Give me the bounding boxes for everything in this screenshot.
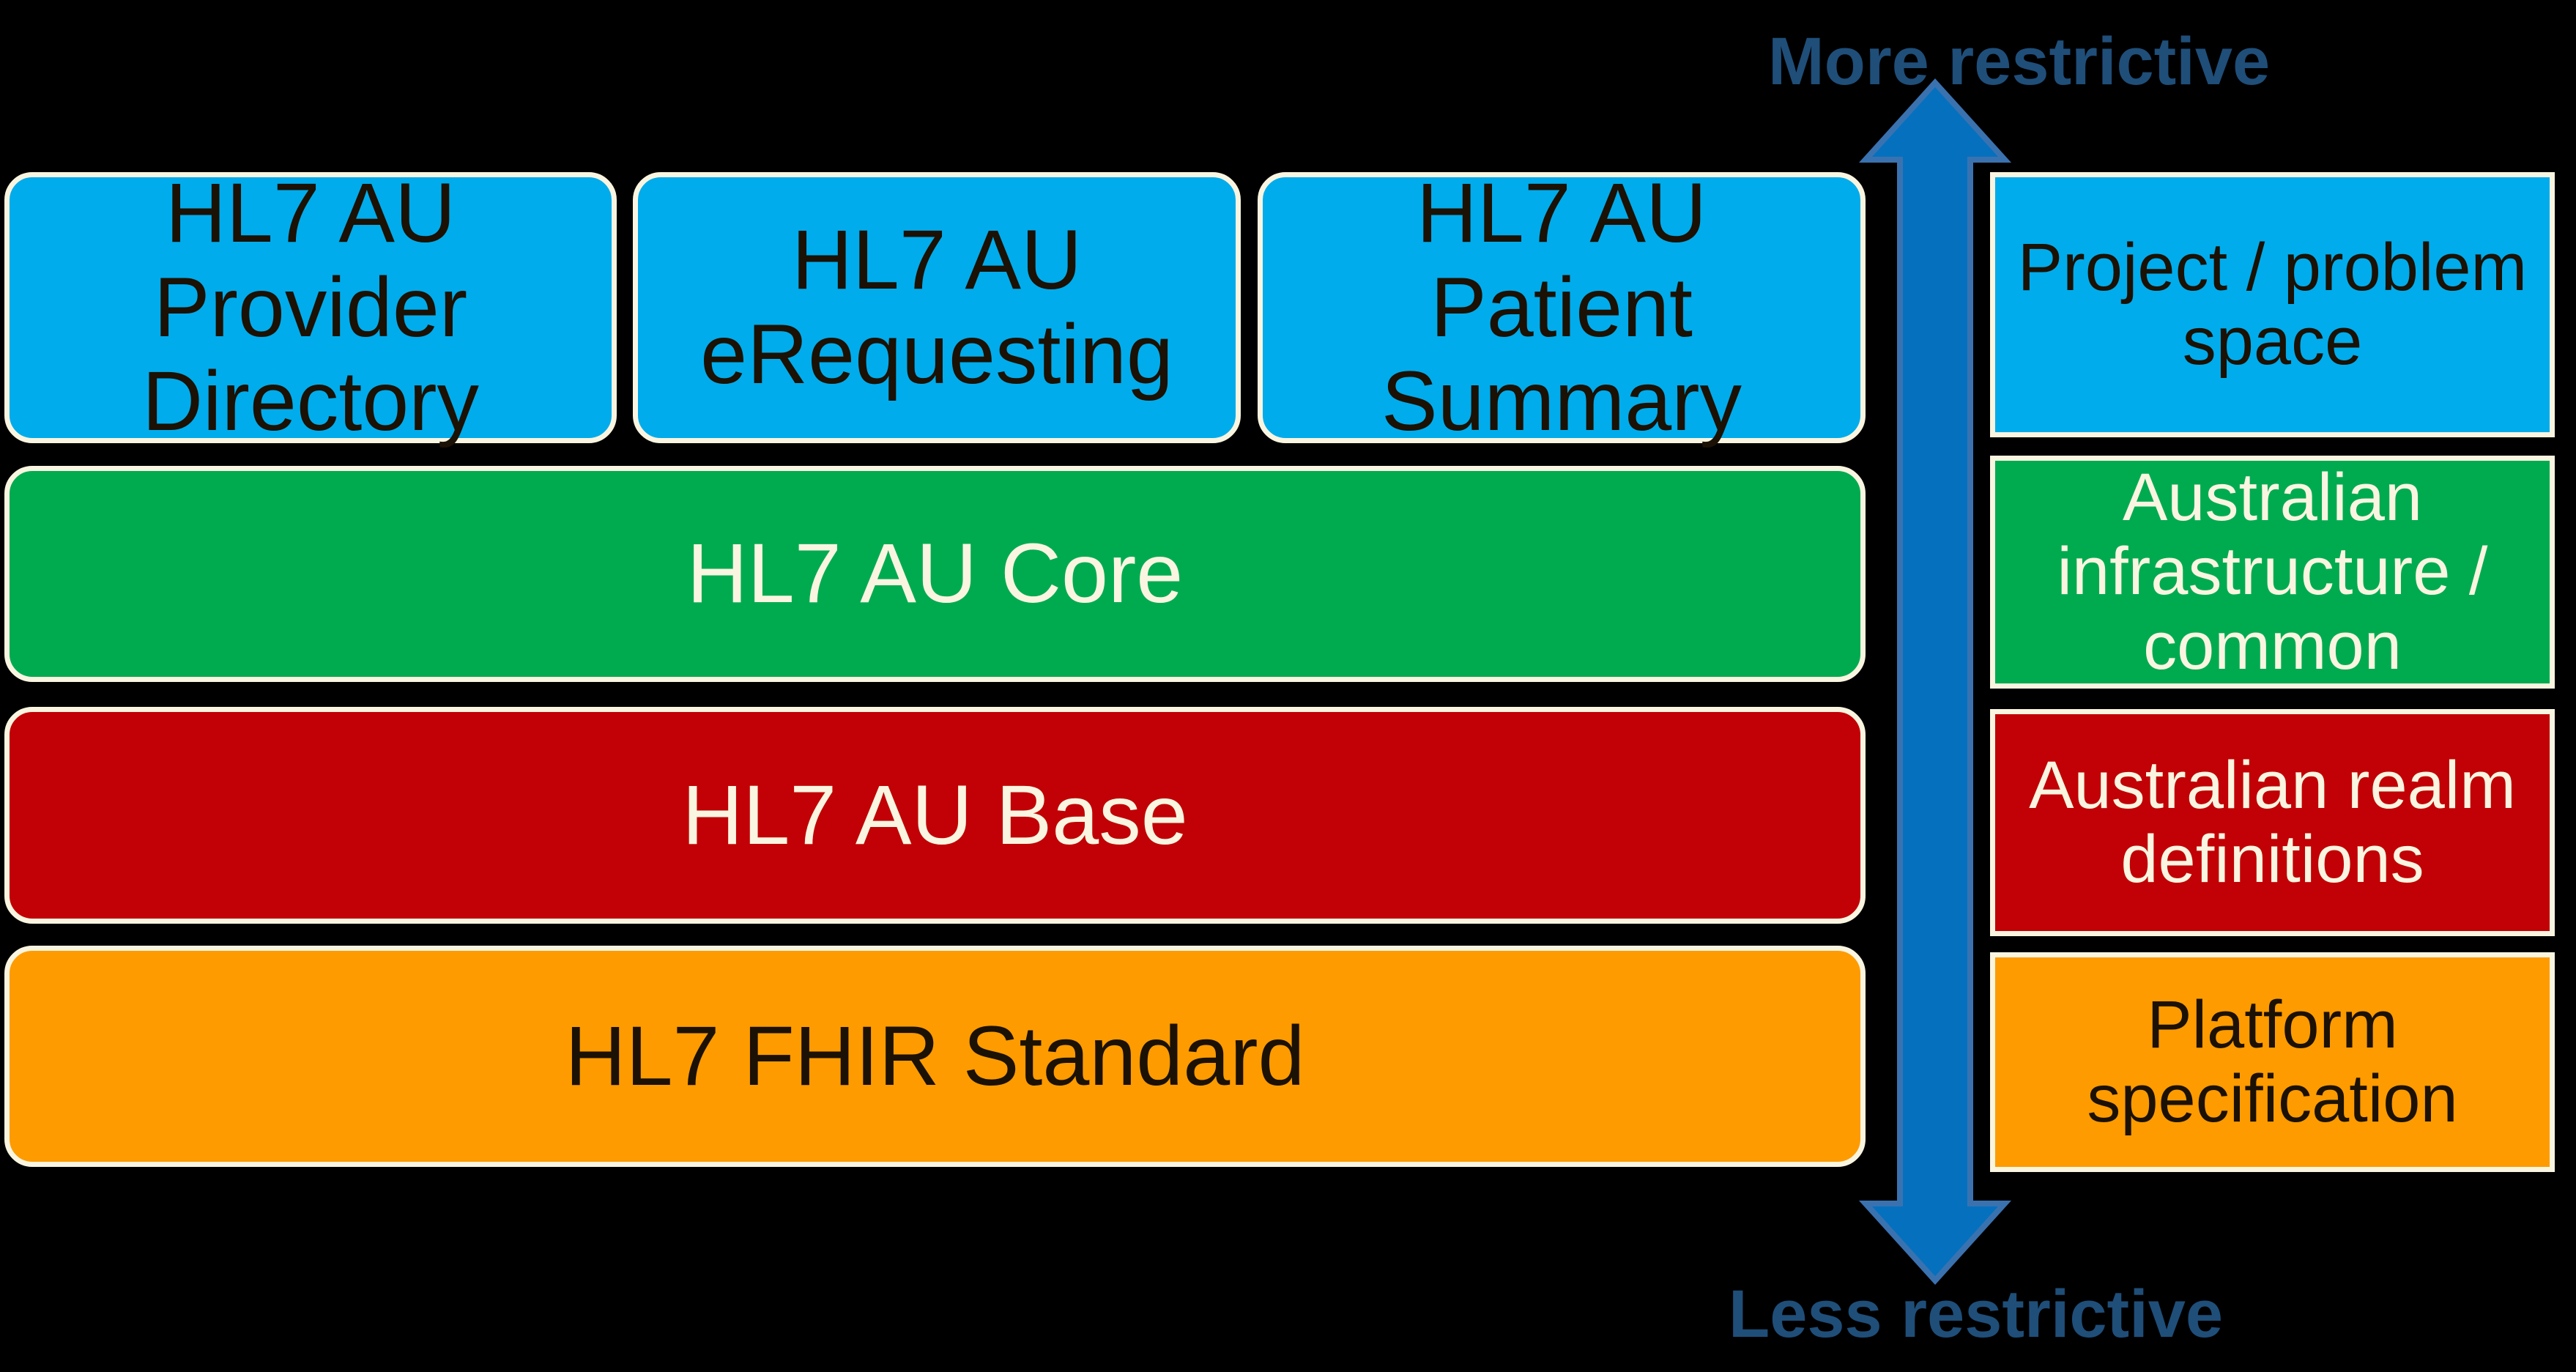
legend-label-line: space	[2182, 304, 2363, 379]
axis-label-more-restrictive: More restrictive	[1768, 24, 2271, 99]
box-label-line: HL7 AU	[791, 213, 1083, 308]
legend-label-line: common	[2143, 608, 2402, 683]
box-label-line: HL7 AU Provider	[153, 166, 468, 355]
legend-label-line: Australian realm	[2029, 747, 2516, 823]
restrictive-axis-arrow	[1858, 78, 2012, 1285]
box-hl7-fhir-standard: HL7 FHIR Standard	[4, 946, 1866, 1167]
box-label: HL7 AU Base	[682, 768, 1188, 862]
legend-label-line: infrastructure /	[2057, 534, 2488, 609]
box-label: HL7 AU Core	[686, 527, 1184, 621]
box-label-line: Directory	[141, 355, 480, 449]
legend-label: Platform specification	[2087, 987, 2458, 1136]
axis-label-less-restrictive: Less restrictive	[1729, 1277, 2224, 1351]
box-label-line: HL7 AU Patient	[1416, 166, 1707, 355]
legend-label-line: definitions	[2120, 822, 2424, 897]
box-hl7-au-erequesting: HL7 AU eRequesting	[633, 172, 1241, 443]
legend-label-line: Australian	[2122, 460, 2423, 535]
box-label-line: eRequesting	[700, 308, 1173, 401]
box-label-line: Summary	[1381, 355, 1742, 449]
legend-australian-infrastructure-common: Australian infrastructure / common	[1990, 456, 2555, 689]
legend-project-problem-space: Project / problem space	[1990, 172, 2555, 437]
legend-platform-specification: Platform specification	[1990, 952, 2555, 1172]
legend-label-line: Project / problem	[2017, 229, 2528, 305]
double-headed-arrow-shape	[1858, 78, 2012, 1285]
box-hl7-au-core: HL7 AU Core	[4, 466, 1866, 682]
box-hl7-au-provider-directory: HL7 AU Provider Directory	[4, 166, 617, 448]
box-label: HL7 FHIR Standard	[565, 1009, 1305, 1103]
box-hl7-au-patient-summary: HL7 AU Patient Summary	[1258, 166, 1866, 448]
legend-australian-realm-definitions: Australian realm definitions	[1990, 709, 2555, 936]
box-hl7-au-base: HL7 AU Base	[4, 707, 1866, 924]
